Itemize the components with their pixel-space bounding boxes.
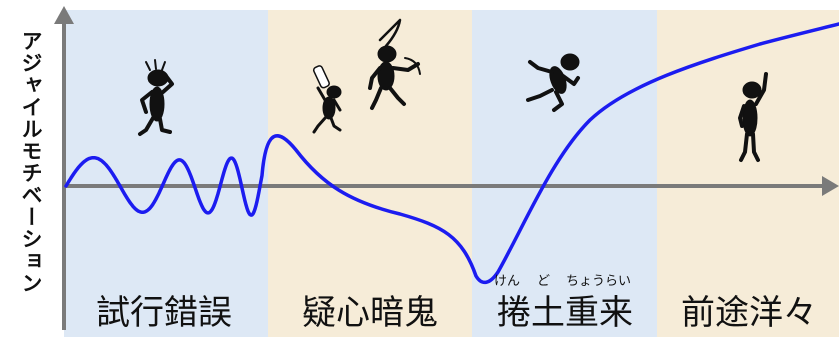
y-axis-arrowhead — [54, 6, 74, 24]
x-axis-arrowhead — [822, 176, 839, 196]
ruby-ken: けん — [494, 274, 521, 289]
pointing-person-icon — [738, 72, 768, 162]
phase-label-doubt: 疑心暗鬼 — [302, 293, 438, 333]
phase-label-bright-future: 前途洋々 — [681, 293, 817, 333]
axes — [54, 6, 839, 330]
running-person-icon — [526, 53, 580, 112]
phase-background-doubt — [268, 10, 472, 337]
ruby-do: ど — [537, 274, 551, 289]
phase-background-trial-error — [64, 10, 268, 337]
phase-label-trial-error: 試行錯誤 — [96, 293, 232, 333]
motivation-curve — [64, 22, 839, 285]
ruby-chourai: ちょうらい — [566, 274, 632, 289]
phase-background-bright-future — [657, 10, 839, 337]
confused-person-icon — [138, 59, 174, 136]
attacking-people-icon — [312, 18, 421, 134]
phase-label-comeback: 捲土重来 — [497, 293, 633, 333]
y-axis-label: アジャイルモチベーション — [19, 30, 43, 294]
